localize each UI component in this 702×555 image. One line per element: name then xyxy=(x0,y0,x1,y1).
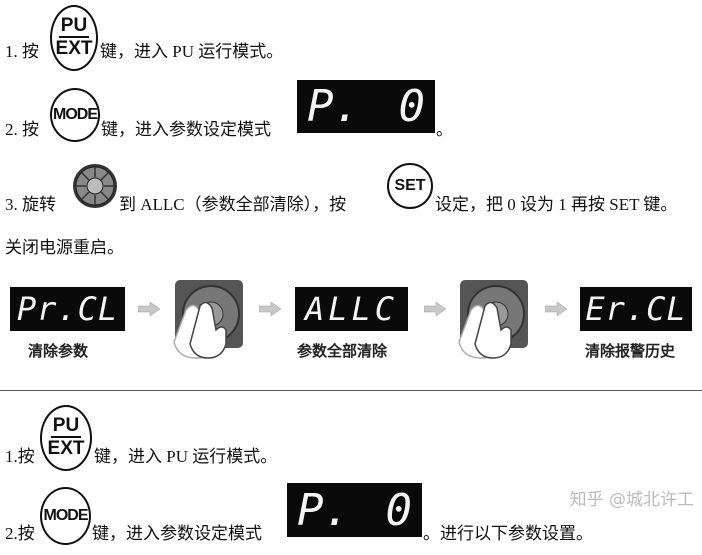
s2-step1-number: 1.按 xyxy=(5,447,35,466)
s2-step2-number: 2.按 xyxy=(5,524,35,543)
restart-note: 关闭电源重启。 xyxy=(5,238,124,257)
s2-step2-text: 键，进入参数设定模式 xyxy=(92,524,262,543)
key-label: SET xyxy=(394,177,426,194)
arrow-right-icon xyxy=(138,302,160,316)
label-clear-params: 清除参数 xyxy=(28,342,89,360)
pu-ext-key-icon: PU EXT xyxy=(50,5,98,71)
arrow-right-icon xyxy=(545,302,567,316)
display-right: 0 xyxy=(385,484,413,536)
display-right: 0 xyxy=(398,81,426,132)
seven-segment-display: P. 0 xyxy=(287,483,422,537)
s2-step2-end: 。进行以下参数设置。 xyxy=(423,524,593,543)
display-ercl: Er.CL xyxy=(580,287,692,331)
dial-hand-icon xyxy=(458,280,528,359)
display-left: P. xyxy=(307,81,360,132)
display-prcl: Pr.CL xyxy=(10,287,125,331)
key-label: MODE xyxy=(43,507,89,524)
key-bottom-label: EXT xyxy=(47,438,85,459)
display-left: P. xyxy=(297,484,350,536)
step1-text: 键，进入 PU 运行模式。 xyxy=(100,42,284,61)
key-top-label: PU xyxy=(50,415,82,438)
step2-end: 。 xyxy=(436,120,453,139)
step2-number: 2. 按 xyxy=(5,120,39,139)
key-label: MODE xyxy=(53,106,98,123)
arrow-right-icon xyxy=(424,302,446,316)
key-bottom-label: EXT xyxy=(55,38,93,59)
step1-number: 1. 按 xyxy=(5,42,39,61)
step3-number: 3. 旋转 xyxy=(5,195,56,214)
step2-text: 键，进入参数设定模式 xyxy=(101,120,271,139)
display-code: Er.CL xyxy=(585,290,687,328)
step3-text-a: 到 ALLC（参数全部清除），按 xyxy=(119,195,347,214)
watermark: 知乎 @城北许工 xyxy=(569,490,694,510)
display-code: ALLC xyxy=(304,290,399,328)
display-allc: ALLC xyxy=(295,287,408,331)
set-key-icon: SET xyxy=(387,163,433,209)
mode-key-icon: MODE xyxy=(40,487,91,545)
label-clear-all-params: 参数全部清除 xyxy=(297,342,388,360)
arrow-right-icon xyxy=(259,302,281,316)
section-divider xyxy=(0,390,702,391)
dial-hand-icon xyxy=(173,280,243,359)
s2-step1-text: 键，进入 PU 运行模式。 xyxy=(94,447,278,466)
seven-segment-display: P. 0 xyxy=(297,80,435,133)
setting-dial-icon xyxy=(73,164,117,208)
mode-key-icon: MODE xyxy=(50,88,100,142)
label-clear-alarm-history: 清除报警历史 xyxy=(585,342,676,360)
key-top-label: PU xyxy=(58,15,90,38)
pu-ext-key-icon: PU EXT xyxy=(40,405,92,471)
display-code: Pr.CL xyxy=(16,290,119,328)
step3-text-b: 设定，把 0 设为 1 再按 SET 键。 xyxy=(435,195,678,214)
